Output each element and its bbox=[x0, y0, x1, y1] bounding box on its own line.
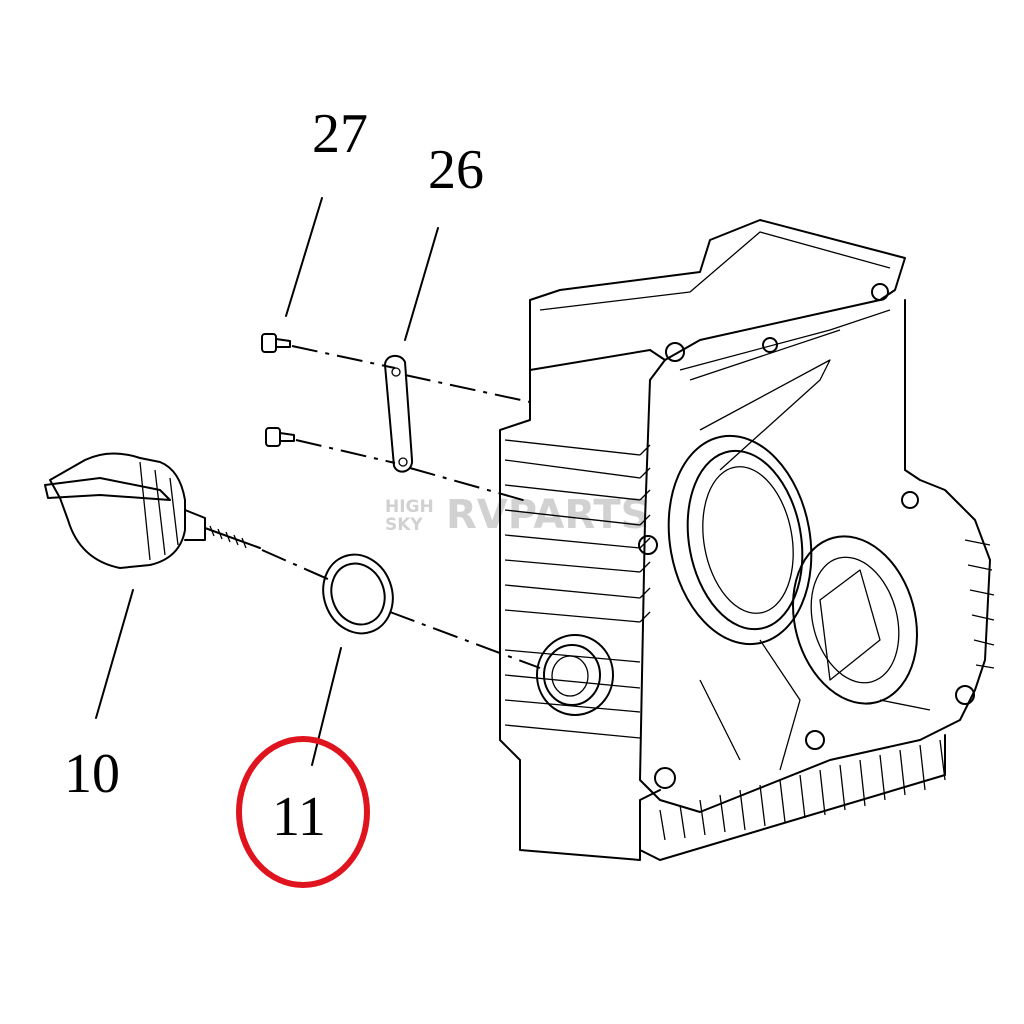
highlight-circle bbox=[236, 736, 370, 888]
screw-lower bbox=[265, 427, 295, 447]
oil-fill-cap bbox=[44, 452, 261, 569]
watermark-line1: HIGH bbox=[385, 497, 434, 517]
callout-11: 11 bbox=[272, 786, 326, 848]
callout-10: 10 bbox=[64, 743, 120, 805]
leader-lines bbox=[95, 197, 439, 766]
clip-plate bbox=[384, 354, 413, 473]
engine-housing bbox=[499, 219, 995, 861]
callout-26: 26 bbox=[428, 139, 484, 201]
callout-27: 27 bbox=[312, 103, 368, 165]
watermark-line2: SKY bbox=[385, 515, 423, 535]
screw-upper bbox=[261, 333, 291, 353]
sealing-washer bbox=[322, 553, 394, 635]
assembly-axes bbox=[261, 345, 541, 669]
